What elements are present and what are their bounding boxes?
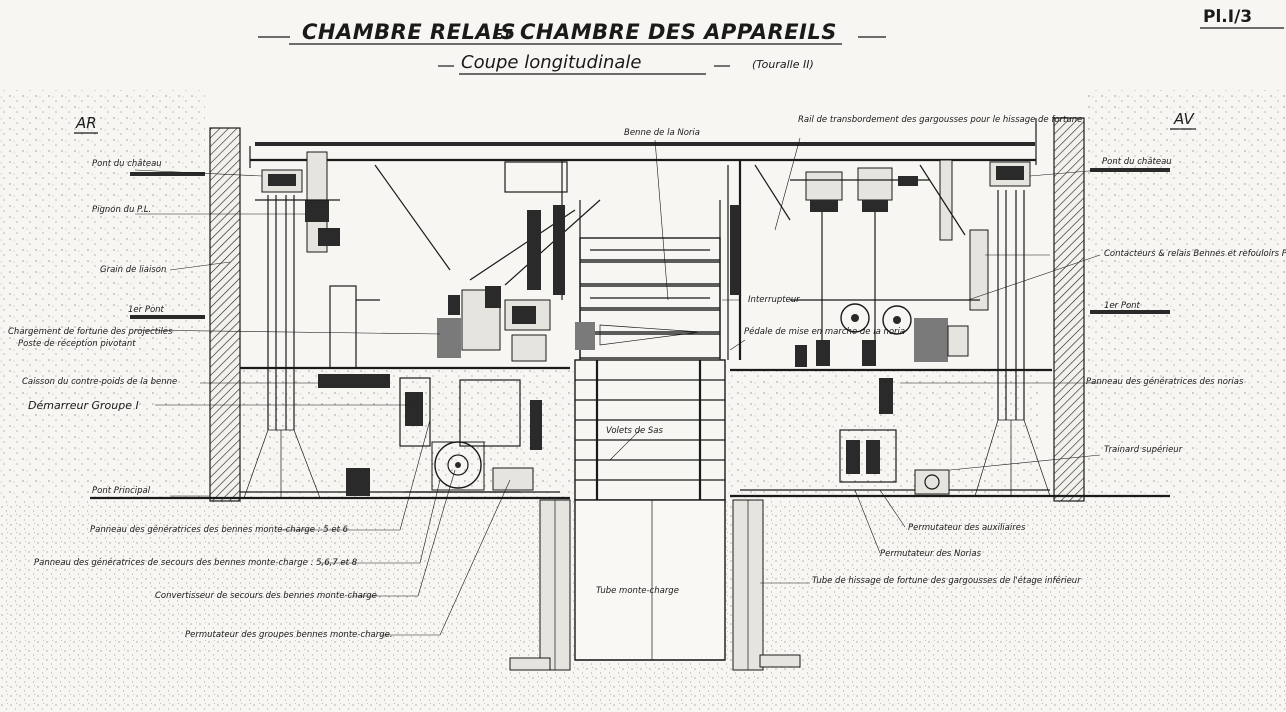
right-bulkhead: [1053, 117, 1085, 502]
label-panneau-secours: Panneau des génératrices de secours des …: [34, 557, 358, 568]
label-poste-reception: Poste de réception pivotant: [18, 338, 136, 349]
title-block: CHAMBRE RELAIS ET CHAMBRE DES APPAREILS …: [258, 20, 886, 75]
label-1er-pont-right: 1er Pont: [1104, 301, 1141, 311]
labels-center: Benne de la Noria Rail de transbordement…: [596, 115, 1082, 596]
label-benne-noria: Benne de la Noria: [624, 128, 700, 138]
label-permutateur-norias: Permutateur des Norias: [880, 549, 982, 559]
label-permutateur-groupes: Permutateur des groupes bennes monte-cha…: [185, 630, 393, 640]
title-line-2: Coupe longitudinale: [461, 52, 641, 73]
label-chargement-fortune: Chargement de fortune des projectiles: [8, 327, 173, 337]
label-convertisseur-secours: Convertisseur de secours des bennes mont…: [155, 591, 377, 601]
label-volets-sas: Volets de Sas: [606, 426, 664, 436]
title-line-1a: CHAMBRE RELAIS: [302, 20, 516, 44]
left-tower: [243, 151, 340, 499]
labels-left: Pont du château Pignon du P.L. Grain de …: [8, 159, 177, 496]
plate-number: Pl.I/3: [1203, 7, 1252, 27]
label-demarreur: Démarreur Groupe I: [28, 399, 139, 412]
label-rail-transbordement: Rail de transbordement des gargousses po…: [798, 115, 1082, 125]
label-trainard: Trainard supérieur: [1104, 444, 1183, 455]
labels-bottom-right: Permutateur des auxiliaires Permutateur …: [812, 523, 1081, 586]
label-pont-principal-left: Pont Principal: [92, 486, 151, 496]
label-pignon-pl: Pignon du P.L.: [92, 205, 151, 215]
left-stipple: [0, 90, 205, 500]
labels-right: Pont du château Contacteurs & relais Ben…: [1086, 157, 1286, 455]
label-tube-hissage-fortune: Tube de hissage de fortune des gargousse…: [812, 575, 1081, 586]
label-1er-pont-left: 1er Pont: [128, 305, 165, 315]
counterweight-caisson: [318, 374, 390, 388]
central-shaft: [509, 359, 801, 671]
leader-lines: [134, 137, 1170, 636]
label-panneau-norias: Panneau des génératrices des norias: [1086, 376, 1244, 387]
label-tube-monte-charge: Tube monte-charge: [596, 586, 679, 596]
label-panneau-generatrices-5-6: Panneau des génératrices des bennes mont…: [90, 524, 349, 535]
left-machinery: [329, 285, 551, 496]
title-line-1c: CHAMBRE DES APPAREILS: [520, 20, 837, 44]
label-contacteurs-relais: Contacteurs & relais Bennes et refouloir…: [1104, 248, 1286, 259]
labels-bottom-left: Panneau des génératrices des bennes mont…: [34, 524, 393, 640]
label-interrupteur: Interrupteur: [748, 295, 800, 305]
title-line-1b: ET: [494, 28, 513, 43]
label-caisson-contrepoids: Caisson du contre-poids de la benne: [22, 377, 177, 387]
right-tower: [939, 159, 1051, 497]
title-note: (Touralle II): [752, 58, 814, 71]
right-machinery: [790, 167, 980, 495]
label-pont-chateau-right: Pont du château: [1102, 157, 1172, 167]
left-bulkhead: [209, 127, 241, 502]
right-stipple: [1085, 90, 1286, 500]
label-permutateur-auxiliaires: Permutateur des auxiliaires: [908, 523, 1026, 533]
label-pont-chateau-left: Pont du château: [92, 159, 162, 169]
top-deck: [255, 142, 1035, 146]
label-grain-liaison: Grain de liaison: [100, 265, 166, 275]
label-pedale-noria: Pédale de mise en marche de la noria: [744, 326, 905, 337]
